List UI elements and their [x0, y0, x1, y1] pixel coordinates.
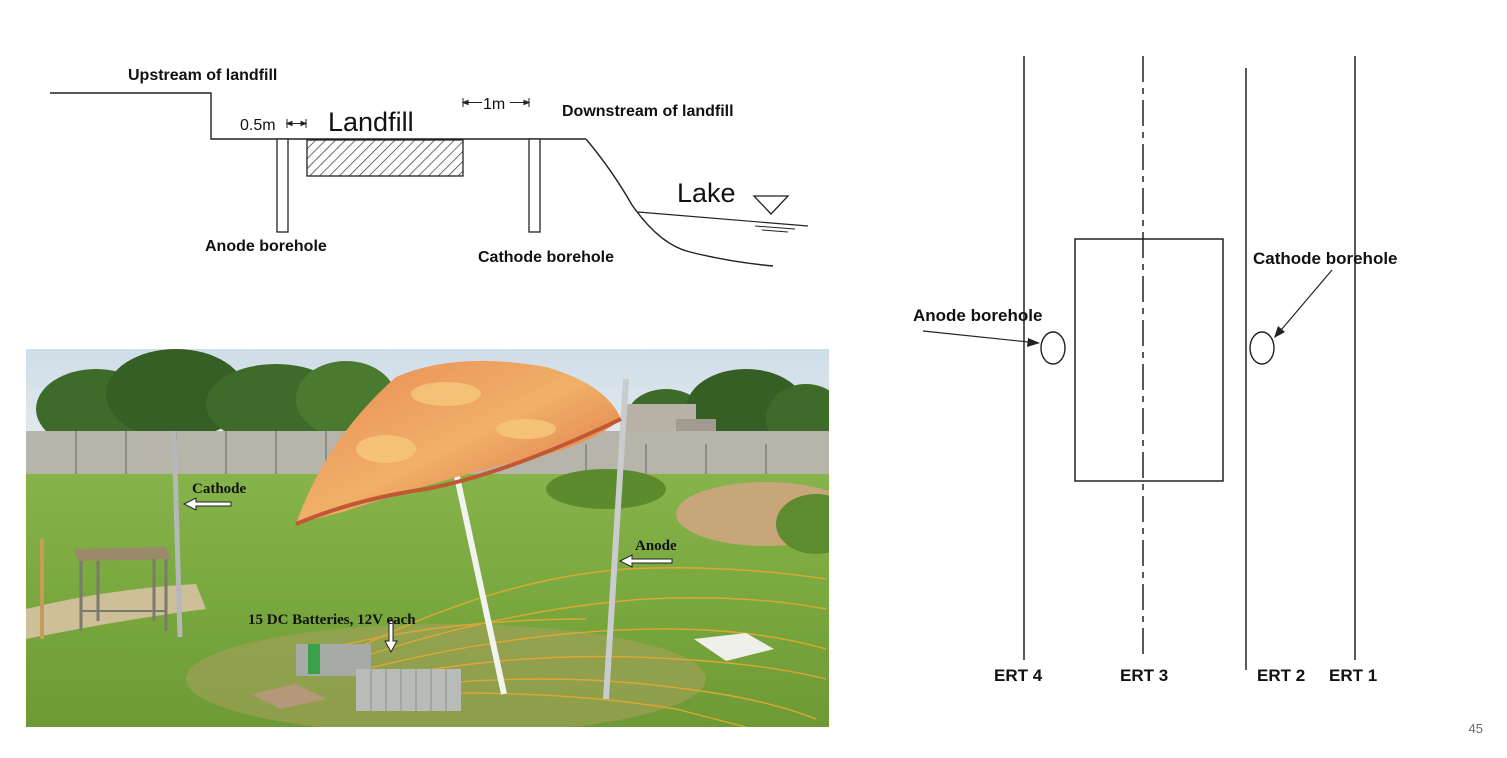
upstream-label: Upstream of landfill — [128, 67, 277, 84]
batteries-arrow-icon — [384, 620, 398, 654]
plan-anode-label: Anode borehole — [913, 306, 1042, 325]
ert4-label: ERT 4 — [994, 666, 1043, 685]
anode-borehole-circle — [1040, 331, 1066, 365]
anode-borehole-label: Anode borehole — [205, 238, 327, 255]
ert3-label: ERT 3 — [1120, 666, 1168, 685]
dim-05m-arrow — [285, 119, 308, 128]
table — [74, 547, 171, 631]
cathode-pole — [171, 430, 183, 638]
cathode-borehole-circle — [1249, 331, 1275, 365]
landfill-plan-rect — [1074, 238, 1224, 482]
downstream-label: Downstream of landfill — [562, 103, 734, 120]
wires — [325, 567, 827, 727]
cathode-borehole-label: Cathode borehole — [478, 249, 614, 266]
cathode-borehole-shape — [528, 138, 541, 233]
photo-cathode-label: Cathode — [192, 481, 247, 497]
photo-anode-label: Anode — [635, 538, 677, 554]
anode-borehole-shape — [276, 138, 289, 233]
dim-1m-arrow — [461, 98, 531, 107]
field-photo: Cathode Anode 15 DC Batteries, 12V each — [26, 349, 829, 727]
page-number: 45 — [1468, 721, 1483, 736]
slope-line — [585, 138, 774, 267]
anode-pointer-arrow — [922, 330, 1040, 347]
lake-label: Lake — [677, 178, 736, 208]
ert1-label: ERT 1 — [1329, 666, 1377, 685]
dim-1m-label: 1m — [483, 96, 505, 113]
anode-pole — [603, 378, 629, 700]
cathode-arrow-icon — [182, 497, 232, 511]
dim-05m-label: 0.5m — [240, 117, 276, 134]
cross-section-diagram: Upstream of landfill Downstream of landf… — [50, 67, 809, 267]
umbrella-pole — [448, 448, 507, 695]
umbrella — [296, 360, 621, 524]
anode-arrow-icon — [618, 554, 673, 568]
water-level-icon — [752, 195, 790, 215]
plan-cathode-label: Cathode borehole — [1253, 249, 1398, 268]
photo-batteries-label: 15 DC Batteries, 12V each — [248, 612, 416, 628]
water-line — [637, 211, 809, 227]
plan-view-diagram: Anode borehole Cathode borehole ERT 4 ER… — [913, 56, 1398, 685]
batteries — [251, 644, 461, 711]
landfill-label: Landfill — [328, 107, 414, 137]
ground-profile-line — [50, 92, 586, 140]
ert2-label: ERT 2 — [1257, 666, 1305, 685]
landfill-box — [306, 139, 464, 177]
cathode-pointer-arrow — [1274, 269, 1333, 338]
